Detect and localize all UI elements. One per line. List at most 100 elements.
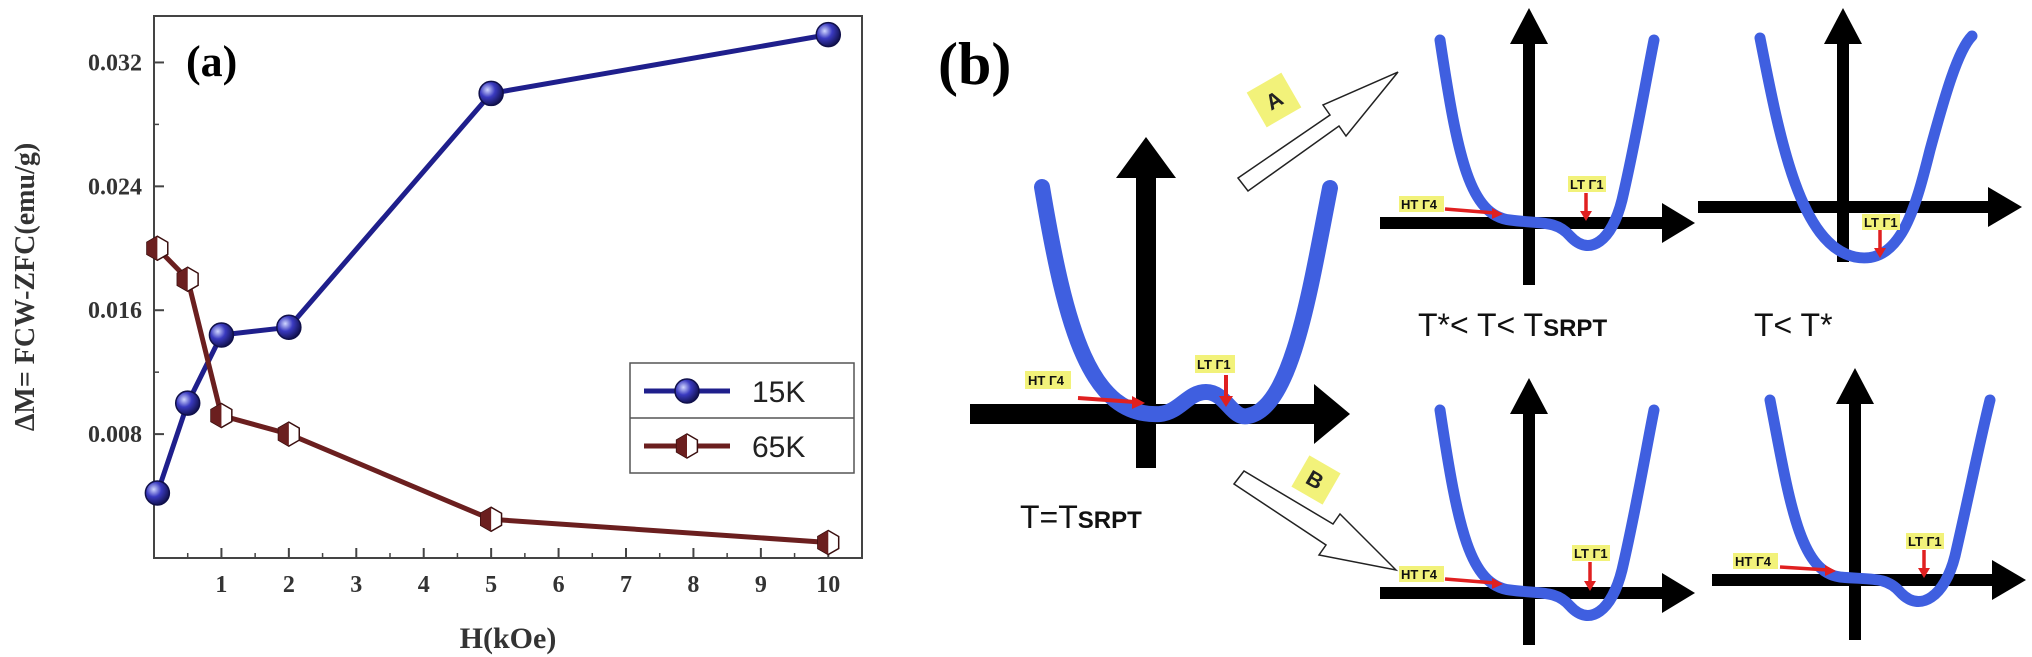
potential-center: HT Γ4 LT Γ1 T=TSRPT [970,137,1350,535]
axis-arrowhead [1510,8,1548,44]
series-line-15k [155,32,829,494]
series-points [144,21,842,556]
label-highlight [1291,455,1341,505]
data-point-65k [277,421,301,447]
red-arrow-head [1584,581,1596,591]
x-tick-label: 1 [215,572,227,598]
data-point-15k [815,21,842,48]
ht-label: HT Γ4 [1735,554,1772,569]
red-arrow-head [1219,396,1233,407]
ht-label: HT Γ4 [1401,567,1438,582]
lt-label: LT Γ1 [1908,534,1942,549]
red-arrow-head [1492,208,1503,219]
arrow-b: B [1232,455,1399,572]
data-point-15k [144,480,171,506]
legend-label-15k: 15K [752,376,805,409]
axis-arrowhead [1662,573,1695,613]
red-arrow-ht [1444,207,1496,215]
axis-arrowhead [1662,203,1695,243]
label-t-below-star: T< T* [1754,307,1833,343]
red-arrow-ht [1444,577,1496,585]
potential-top-middle: HT Γ4 LT Γ1 [1380,8,1695,285]
potential-curve [1754,30,1978,264]
label-highlight [1399,566,1444,582]
label-highlight [1568,176,1606,192]
y-tick-label: 0.008 [88,422,142,448]
axis-arrowhead [1836,368,1874,404]
plot-frame [153,15,863,559]
axis-arrowhead [1992,560,2026,600]
label-highlight [1862,214,1900,230]
x-tick-label: 8 [687,572,699,598]
axis-arrowhead [1988,187,2022,227]
axis-ticks [154,61,830,558]
y-tick-label: 0.016 [88,298,142,324]
legend-label-65k: 65K [752,431,805,464]
data-point-15k [174,390,201,416]
y-axis-label: ΔM= FCW-ZFC(emu/g) [10,143,41,431]
label-highlight [1195,355,1235,373]
data-point-65k [210,402,233,429]
data-point-15k [478,80,504,107]
lt-label: LT Γ1 [1864,215,1898,230]
data-point-65k [817,529,840,556]
x-tick-label: 10 [816,572,840,598]
label-highlight [1572,545,1610,561]
axis-arrowhead [1314,384,1350,444]
hollow-arrow-a [1236,71,1399,193]
arrow-a: A [1236,71,1399,193]
red-arrow-head [1132,396,1145,409]
red-arrow-head [1874,248,1886,258]
label-highlight [1246,72,1302,128]
lt-label: LT Γ1 [1570,177,1604,192]
data-point-15k [276,314,302,341]
label-highlight [1399,196,1444,212]
legend: 15K 65K [629,362,855,474]
red-arrow-ht [1779,565,1829,572]
x-tick-label: 4 [418,572,430,598]
x-tick-label: 5 [485,572,497,598]
axis-arrowhead [1824,8,1862,44]
x-tick-label: 2 [283,572,295,598]
data-point-65k [479,506,503,533]
x-axis-label: H(kOe) [460,622,557,655]
axis-arrowhead [1510,378,1548,414]
potential-curve [1034,179,1338,425]
label-highlight [1906,533,1944,549]
red-arrow-head [1825,565,1836,576]
data-point-65k [146,235,169,262]
potential-bottom-middle: HT Γ4 LT Γ1 [1380,378,1695,645]
x-tick-label: 9 [755,572,767,598]
data-point-15k [208,322,235,348]
hollow-arrow-b [1232,470,1399,572]
data-point-65k [176,266,199,293]
x-tick-label: 3 [350,572,362,598]
ht-label: HT Γ4 [1401,197,1438,212]
lt-label: LT Γ1 [1197,357,1231,372]
red-arrow-ht [1077,396,1136,404]
label-t-srpt: T=TSRPT [1020,499,1142,535]
lt-label: LT Γ1 [1574,546,1608,561]
x-tick-label: 7 [620,572,632,598]
label-highlight [1025,371,1071,389]
label-t-star-range: T*< T< TSRPT [1418,307,1607,343]
y-tick-label: 0.032 [88,50,142,76]
potential-curve [1434,404,1660,621]
legend-marker-15k [674,378,700,404]
ht-label: HT Γ4 [1028,373,1065,388]
legend-marker-65k [675,433,699,459]
panel-label-a: (a) [186,37,237,86]
label-highlight [1733,553,1778,569]
potential-curve [1434,34,1660,251]
diagram-panel-b: (b) HT Γ4 LT Γ1 T=TSRPT A [938,8,2026,645]
panel-label-b: (b) [938,31,1011,97]
red-arrow-head [1492,578,1503,589]
potential-bottom-right: HT Γ4 LT Γ1 [1712,368,2026,640]
potential-top-right: LT Γ1 [1698,8,2022,264]
red-arrow-head [1918,568,1930,578]
potential-curve [1764,394,1996,607]
red-arrow-head [1580,211,1592,221]
